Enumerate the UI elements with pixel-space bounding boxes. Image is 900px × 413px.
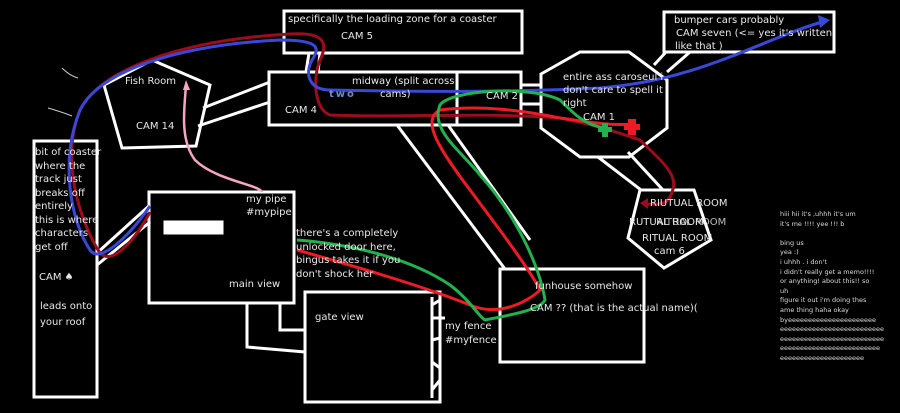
memo-line: eeeeeeeeeeeeeeeeeeeeeeeeee — [780, 325, 884, 334]
cam1-description-line2: don't care to spell it — [563, 85, 663, 96]
memo-line: byeeeeeeeeeeeeeeeeeeeeee — [780, 315, 876, 324]
cam5-description: specifically the loading zone for a coas… — [288, 14, 497, 25]
ritual-room-line1: RIUTUAL ROOM — [650, 198, 728, 209]
path-pink — [182, 85, 264, 193]
cam7-room-outline — [662, 10, 836, 54]
memo-line: i uhhh . i don't — [780, 257, 827, 266]
roof-desc-line: track just — [35, 174, 82, 185]
corridors — [95, 50, 691, 398]
cam6-label[interactable]: cam 6 — [654, 246, 685, 257]
main-view-outline — [147, 190, 296, 305]
funhouse-description: funhouse somehow — [535, 281, 633, 292]
gate-view-outline — [303, 290, 442, 404]
roof-description: bit of coaster where the track just brea… — [35, 146, 101, 254]
cam2-label[interactable]: CAM 2 — [486, 91, 518, 102]
memo-line: it's me !!!! yee !!! b — [780, 219, 845, 228]
cam1-description-line1: entire ass caroseul i — [563, 72, 664, 83]
pipe-note-line2: #mypipe — [246, 207, 292, 218]
midway-description-line2: cams) — [380, 89, 411, 100]
memo-line: i didn't really get a memo!!!! — [780, 267, 875, 276]
roof-room-outline — [32, 139, 99, 399]
fence-note-line1: my fence — [445, 321, 492, 332]
roof-desc-line: where the — [35, 160, 86, 172]
roof-desc-line: this is where — [35, 214, 99, 226]
door-note-line: unlocked door here, — [296, 241, 396, 253]
cam14-label[interactable]: CAM 14 — [136, 121, 175, 132]
path-darkred — [70, 32, 676, 258]
main-view-label[interactable]: main view — [229, 279, 281, 290]
darkred-arrowhead — [640, 198, 648, 209]
gate-view-label[interactable]: gate view — [315, 312, 364, 323]
memo-text: hiii hii it's ,uhhh it's um it's me !!!!… — [780, 210, 884, 364]
fence-note-line2: #myfence — [445, 335, 497, 346]
memo-line: figure it out i'm doing thes — [780, 296, 867, 305]
green-cross-marker — [598, 123, 612, 137]
fish-room-name: Fish Room — [125, 76, 177, 87]
path-green — [296, 89, 606, 322]
cam5-label[interactable]: CAM 5 — [341, 31, 373, 42]
door-note-line: there's a completely — [296, 228, 399, 239]
pipe-note-line1: my pipe — [246, 194, 287, 205]
ritual-room-line3: RITUAL ROOM — [642, 233, 713, 244]
cam7-description: bumper cars probably — [674, 15, 785, 26]
midway-two-overlay: two — [329, 89, 356, 100]
memo-line: eeeeeeeeeeeeeeeeeeeeeeeeee — [780, 334, 884, 343]
scribble-marks — [47, 67, 79, 117]
ritual-room-line2-overlay: RITUAL ROOM — [656, 217, 727, 228]
ritual-room-line2: RUTUAL ROOM — [629, 217, 704, 228]
memo-line: bing us — [780, 238, 804, 247]
memo-line: eeeeeeeeeeeeeeeeeeeeeeeee — [780, 344, 880, 353]
cam1-description-line3: right — [563, 98, 587, 109]
midway-description: midway (split across — [352, 76, 455, 87]
roof-desc-line: characters — [35, 228, 89, 239]
red-cross-marker — [624, 119, 640, 135]
path-red — [296, 106, 633, 311]
memo-line: eeeeeeeeeeeeeeeeeeeee — [780, 353, 864, 362]
funhouse-cam-label[interactable]: CAM ?? (that is the actual name)( — [530, 303, 698, 314]
desk-block — [163, 220, 224, 235]
roof-desc-line: breaks off — [35, 187, 85, 199]
memo-blank-line — [780, 229, 884, 239]
pink-arrowhead — [183, 80, 190, 90]
walls — [32, 9, 836, 404]
roof-desc-line: bit of coaster — [35, 147, 102, 158]
roof-cam-label[interactable]: CAM ♠ — [39, 272, 74, 283]
path-blue — [67, 20, 823, 256]
cam6-room-outline — [626, 188, 713, 270]
cam1-label[interactable]: CAM 1 — [583, 112, 615, 123]
cam5-room-outline — [282, 9, 524, 55]
cam2-room-outline — [455, 70, 523, 127]
memo-line: ame thing haha okay — [780, 305, 849, 314]
cam7-label-line2: like that ) — [675, 41, 723, 50]
cam7-label[interactable]: CAM seven (<= yes it's written — [676, 28, 833, 39]
memo-line: or anything! about this!! so — [780, 277, 870, 286]
roof-note-line2: your roof — [40, 317, 86, 328]
memo-line: hiii hii it's ,uhhh it's um — [780, 210, 856, 218]
memo-line: uh — [780, 286, 789, 295]
door-note: there's a completely unlocked door here,… — [296, 227, 400, 281]
door-note-line: bingus takes it if you — [296, 255, 401, 266]
memo-line: yea :) — [780, 248, 799, 257]
roof-note-line1: leads onto — [40, 301, 93, 312]
door-note-line: don't shock her — [296, 268, 374, 280]
roof-desc-line: entirely — [35, 201, 73, 212]
roof-desc-line: get off — [35, 241, 68, 253]
blue-arrowhead — [818, 15, 830, 28]
cam4-label[interactable]: CAM 4 — [285, 105, 317, 116]
cam1-room-outline — [539, 50, 669, 159]
